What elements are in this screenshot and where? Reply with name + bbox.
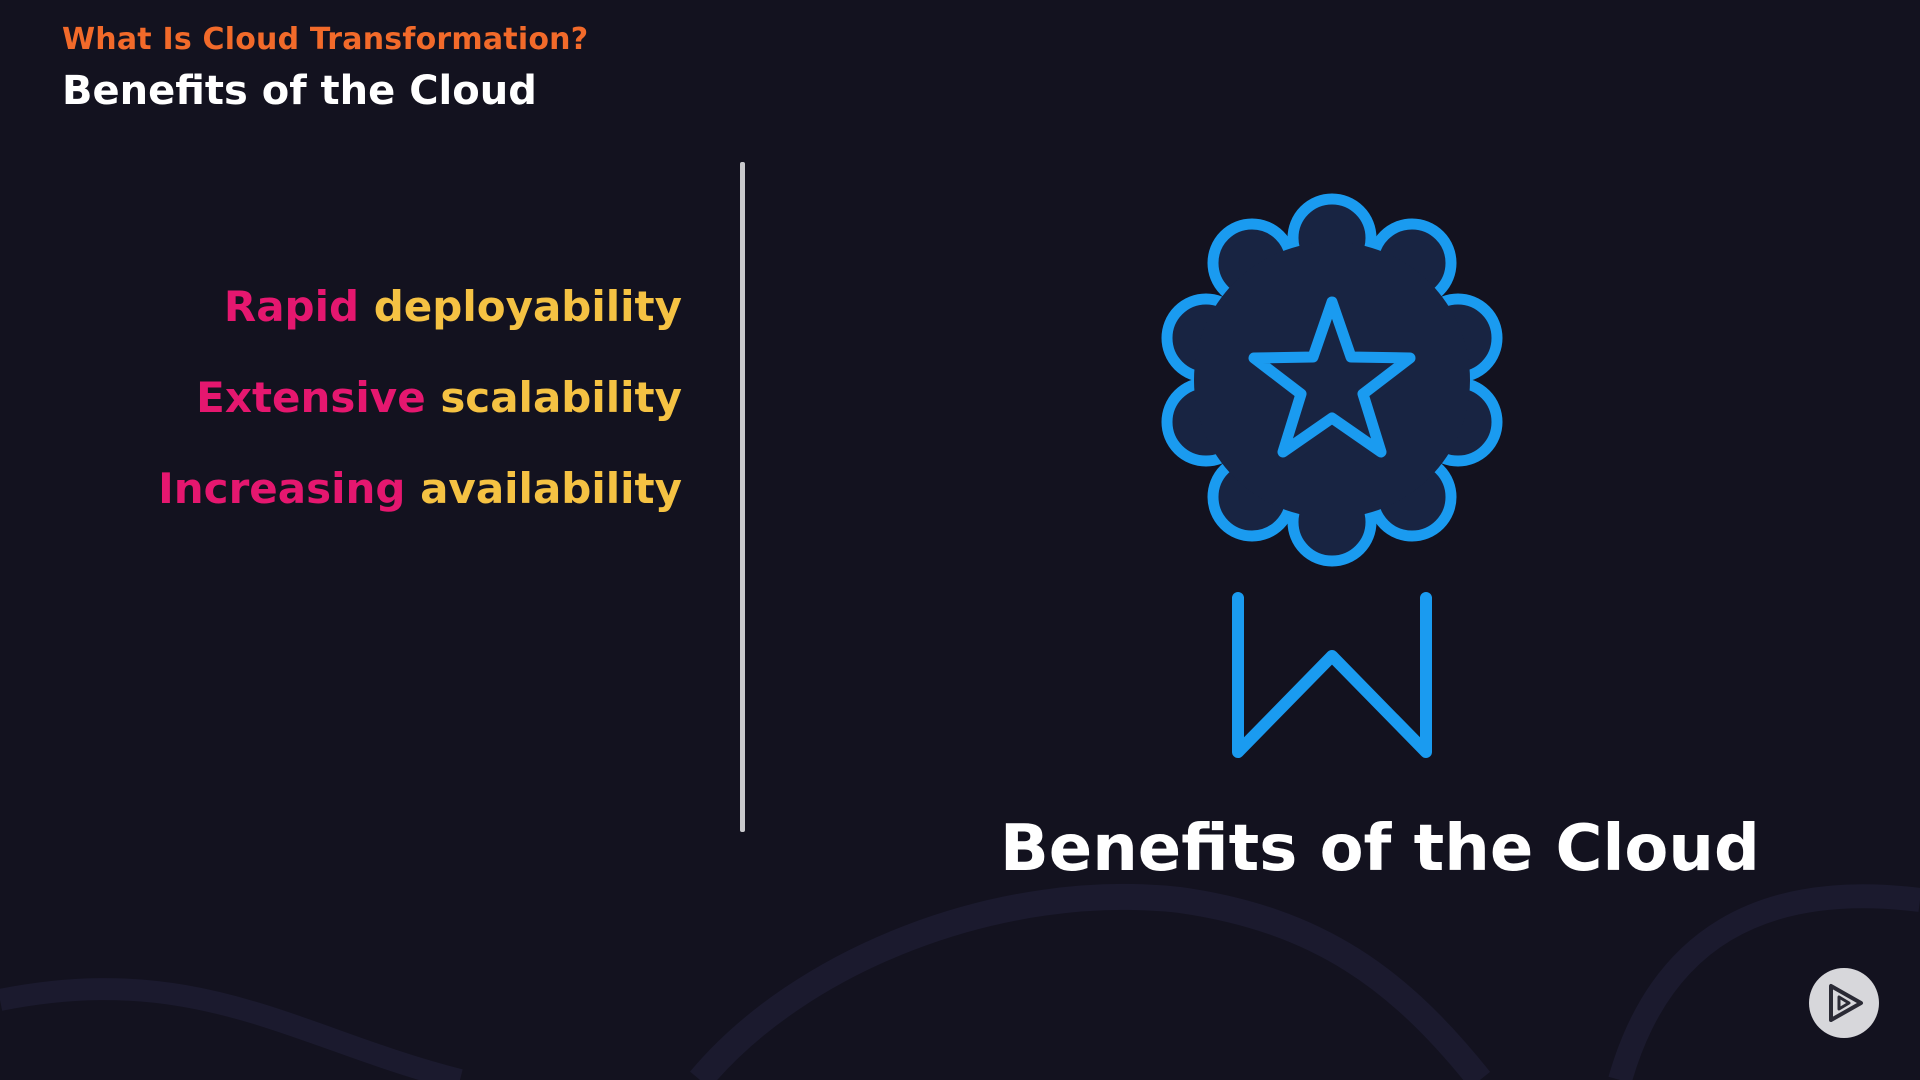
benefit-accent-word: Extensive — [196, 373, 426, 422]
badge-caption: Benefits of the Cloud — [1000, 812, 1760, 886]
benefit-item-increasing-availability: Increasing availability — [158, 468, 682, 559]
benefits-list: Rapid deployability Extensive scalabilit… — [158, 286, 682, 559]
play-logo-icon — [1829, 984, 1863, 1022]
benefit-rest-word: availability — [420, 464, 682, 513]
benefit-item-rapid-deployability: Rapid deployability — [158, 286, 682, 377]
slide-title: Benefits of the Cloud — [62, 68, 537, 114]
award-ribbon-icon — [1161, 193, 1503, 758]
section-eyebrow: What Is Cloud Transformation? — [62, 22, 589, 57]
benefit-rest-word: deployability — [373, 282, 682, 331]
vertical-divider — [740, 162, 745, 832]
play-logo-button[interactable] — [1809, 968, 1879, 1038]
star-icon — [1248, 296, 1416, 458]
benefit-accent-word: Rapid — [223, 282, 360, 331]
benefit-rest-word: scalability — [440, 373, 682, 422]
benefit-accent-word: Increasing — [158, 464, 406, 513]
benefit-item-extensive-scalability: Extensive scalability — [158, 377, 682, 468]
ribbon-tail — [1232, 592, 1432, 758]
